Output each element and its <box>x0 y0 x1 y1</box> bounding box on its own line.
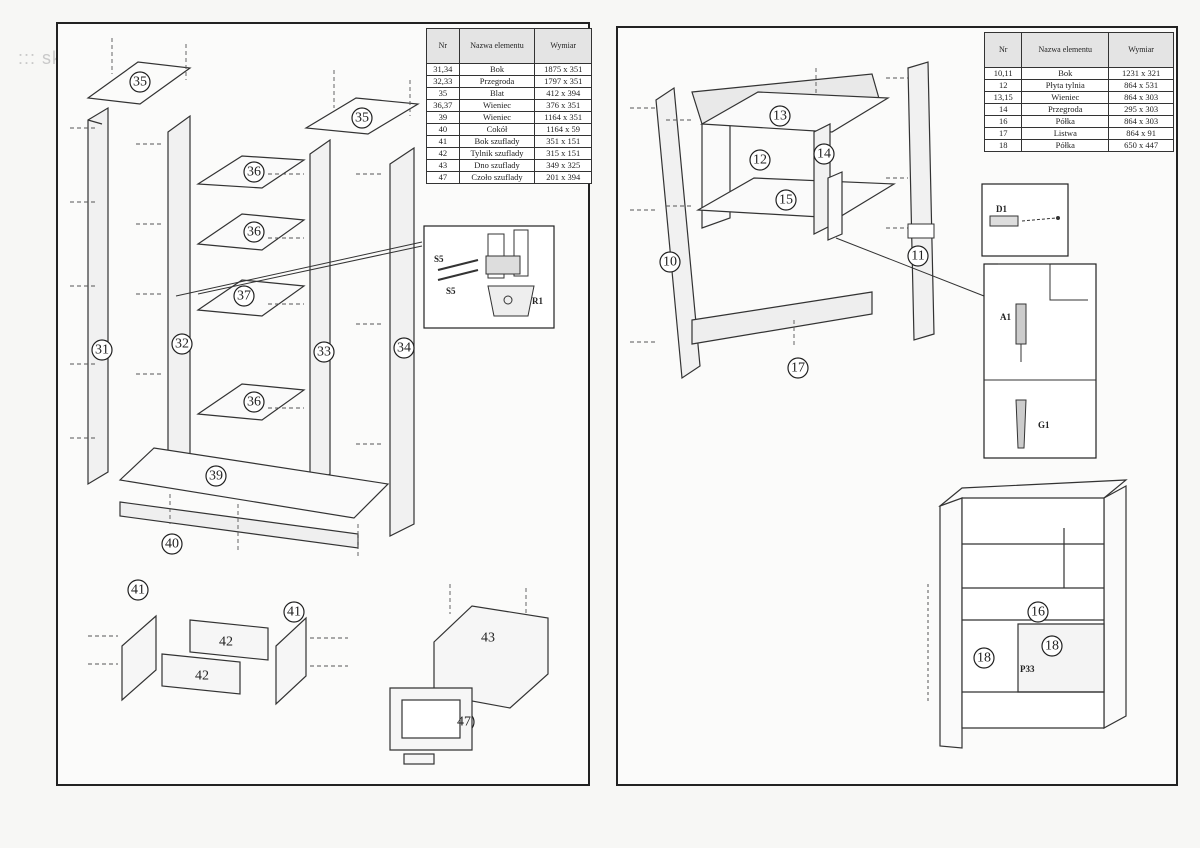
divider-panel-33 <box>309 138 331 488</box>
balloon-41: 41 <box>131 583 145 598</box>
divider-panel-32 <box>167 114 191 480</box>
balloon-36: 36 <box>247 225 261 240</box>
balloon-42: 42 <box>219 635 233 650</box>
cell-dimension: 650 x 447 <box>1108 139 1174 152</box>
side-panel-31 <box>87 106 109 486</box>
top-panel-35a <box>86 61 192 105</box>
table-header-row: Nr Nazwa elementu Wymiar <box>426 28 592 64</box>
balloon-47: 47 <box>457 715 471 730</box>
label-a1: A1 <box>1000 312 1011 322</box>
cell-dimension: 201 x 394 <box>534 171 592 184</box>
balloon-13: 13 <box>773 109 787 124</box>
label-p33: P33 <box>1020 664 1035 674</box>
label-r1: R1 <box>532 296 543 306</box>
drawer-back-42a <box>189 619 269 661</box>
label-s5: S5 <box>434 254 444 264</box>
side-panel-10 <box>655 86 701 380</box>
balloon-35: 35 <box>355 111 369 126</box>
balloon-39: 39 <box>209 469 223 484</box>
cell-nr: 47 <box>426 171 460 184</box>
balloon-37: 37 <box>237 289 251 304</box>
balloon-18: 18 <box>977 651 991 666</box>
assembled-upper-unit <box>938 479 1128 749</box>
balloon-17: 17 <box>791 361 805 376</box>
cell-dimension: 1231 x 321 <box>1108 67 1174 80</box>
balloon-36: 36 <box>247 395 261 410</box>
balloon-14: 14 <box>817 147 831 162</box>
balloon-10: 10 <box>663 255 677 270</box>
balloon-18: 18 <box>1045 639 1059 654</box>
cell-nr: 16 <box>983 115 1023 128</box>
balloon-36: 36 <box>247 165 261 180</box>
header-name: Nazwa elementu <box>458 28 536 64</box>
header-dimension: Wymiar <box>534 28 592 64</box>
fitting-detail-box: A1 G1 <box>983 263 1097 459</box>
balloon-34: 34 <box>397 341 411 356</box>
left-assembly-diagram: 35 35 36 36 37 36 31 32 33 34 39 40 S5 S… <box>70 38 555 765</box>
balloon-35: 35 <box>133 75 147 90</box>
bottom-panel-39 <box>118 447 390 519</box>
cell-name: Półka <box>1021 139 1110 152</box>
drawer-side-41b <box>275 616 307 706</box>
balloon-43: 43 <box>481 631 495 646</box>
table-header-row: Nr Nazwa elementu Wymiar <box>983 32 1174 68</box>
balloon-42: 42 <box>195 669 209 684</box>
balloon-11: 11 <box>911 249 924 264</box>
top-panel-35b <box>304 97 420 135</box>
balloon-15: 15 <box>779 193 793 208</box>
cell-name: Czoło szuflady <box>458 171 536 184</box>
cell-nr: 18 <box>983 139 1023 152</box>
drawer-side-41a <box>121 614 157 702</box>
balloon-41: 41 <box>287 605 301 620</box>
header-nr: Nr <box>426 28 460 64</box>
balloon-31: 31 <box>95 343 109 358</box>
balloon-12: 12 <box>753 153 767 168</box>
drawer-back-42b <box>161 653 241 695</box>
balloon-33: 33 <box>317 345 331 360</box>
strip-17 <box>691 291 873 345</box>
top-panel-13 <box>699 91 890 133</box>
label-d1: D1 <box>996 204 1007 214</box>
right-assembly-diagram: 13 12 14 15 10 11 17 D1 A1 G1 <box>630 61 1128 749</box>
label-g1: G1 <box>1038 420 1050 430</box>
balloon-16: 16 <box>1031 605 1045 620</box>
balloon-32: 32 <box>175 337 189 352</box>
header-dimension: Wymiar <box>1108 32 1174 68</box>
dowel-detail-box: D1 <box>981 183 1069 257</box>
hinge-detail-box: S5 S5 R1 <box>423 225 555 329</box>
balloon-40: 40 <box>165 537 179 552</box>
label-s5: S5 <box>446 286 456 296</box>
side-panel-11 <box>907 61 935 341</box>
